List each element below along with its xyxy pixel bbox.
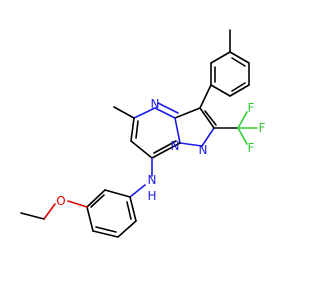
atom-labels: N N N N H O F F F bbox=[56, 97, 265, 208]
atom-label-amine-nitrogen: N bbox=[148, 173, 157, 187]
bond bbox=[43, 203, 56, 220]
atom-label-hydrogen: H bbox=[147, 189, 156, 203]
bond bbox=[113, 106, 135, 119]
bond bbox=[229, 51, 250, 64]
bond bbox=[117, 220, 137, 238]
bond bbox=[67, 200, 88, 208]
bond bbox=[154, 107, 176, 119]
atom-label-nitrogen: N bbox=[199, 143, 208, 157]
bond bbox=[129, 196, 137, 222]
bond bbox=[231, 82, 246, 92]
bond bbox=[86, 189, 106, 208]
bond bbox=[130, 117, 135, 142]
fused-bicyclic-core bbox=[113, 102, 217, 159]
tolyl-ring bbox=[199, 29, 250, 109]
ethoxyphenyl-ring bbox=[20, 189, 137, 238]
bond bbox=[130, 140, 153, 159]
bond bbox=[231, 57, 246, 67]
bond bbox=[210, 84, 231, 97]
trifluoromethyl-group bbox=[213, 111, 258, 145]
bond bbox=[153, 140, 177, 154]
atom-label-oxygen: O bbox=[56, 194, 65, 208]
bond bbox=[135, 120, 139, 139]
bond bbox=[129, 184, 146, 198]
bond bbox=[237, 111, 248, 129]
bond bbox=[229, 84, 250, 97]
bond bbox=[133, 107, 156, 119]
molecule-structure-diagram: N N N N H O F F F bbox=[20, 29, 266, 238]
bond bbox=[199, 84, 212, 109]
bond bbox=[174, 117, 181, 144]
bond bbox=[210, 51, 231, 64]
atom-label-fluorine: F bbox=[248, 141, 255, 155]
bond bbox=[126, 201, 132, 220]
amine-linker bbox=[129, 157, 153, 198]
bond bbox=[151, 142, 181, 159]
bond bbox=[204, 110, 217, 126]
bond bbox=[95, 226, 117, 233]
atom-label-fluorine: F bbox=[248, 101, 255, 115]
bond bbox=[201, 127, 215, 147]
atom-label-nitrogen: N bbox=[171, 139, 180, 153]
bond bbox=[86, 206, 94, 232]
bond bbox=[199, 107, 215, 129]
bond bbox=[20, 212, 45, 220]
bond bbox=[174, 107, 201, 119]
bond bbox=[237, 127, 248, 145]
bond bbox=[90, 194, 105, 208]
bond bbox=[179, 142, 203, 147]
bond bbox=[157, 102, 179, 114]
atom-label-nitrogen: N bbox=[151, 97, 160, 111]
bond bbox=[104, 189, 131, 198]
atom-label-fluorine: F bbox=[259, 121, 266, 135]
bond bbox=[92, 230, 119, 238]
